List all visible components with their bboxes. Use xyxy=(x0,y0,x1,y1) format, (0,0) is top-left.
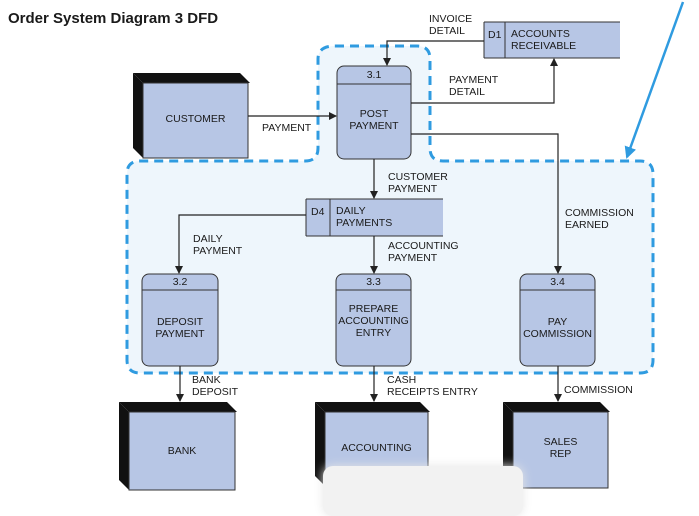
process-3-4 xyxy=(519,273,596,367)
process-3-1 xyxy=(336,65,412,160)
process-3-1-label: POST PAYMENT xyxy=(349,108,399,132)
flow-label-customer-payment: CUSTOMER PAYMENT xyxy=(388,171,448,195)
process-3-3-label: PREPARE ACCOUNTING ENTRY xyxy=(338,303,409,339)
flow-payment-detail xyxy=(411,58,558,104)
datastore-d1-label: ACCOUNTS RECEIVABLE xyxy=(511,28,577,52)
flow-label-bank-deposit: BANK DEPOSIT xyxy=(192,374,239,398)
process-3-1-number: 3.1 xyxy=(366,69,382,81)
flow-label-daily-payment: DAILY PAYMENT xyxy=(193,233,243,257)
datastore-d4-id: D4 xyxy=(311,206,325,218)
datastore-d4-label: DAILY PAYMENTS xyxy=(336,205,393,229)
process-3-3-number: 3.3 xyxy=(366,276,381,288)
flow-invoice-detail xyxy=(383,40,484,66)
entity-accounting-label: ACCOUNTING xyxy=(341,442,412,454)
entity-sales-rep-label: SALES REP xyxy=(543,436,578,460)
flow-label-cash-receipts-entry: CASH RECEIPTS ENTRY xyxy=(387,374,478,398)
datastore-d1-id: D1 xyxy=(488,29,502,41)
faded-overlay xyxy=(323,466,523,516)
diagram-title: Order System Diagram 3 DFD xyxy=(8,10,219,27)
flow-label-invoice-detail: INVOICE DETAIL xyxy=(429,13,473,37)
entity-customer xyxy=(133,73,250,159)
entity-customer-label: CUSTOMER xyxy=(165,113,226,125)
entity-bank xyxy=(119,402,237,491)
flow-label-commission: COMMISSION xyxy=(564,384,633,396)
pointer-arrow xyxy=(624,1,685,159)
process-3-4-label: PAY COMMISSION xyxy=(523,316,592,340)
process-3-2-number: 3.2 xyxy=(172,276,188,288)
flow-label-commission-earned: COMMISSION EARNED xyxy=(565,207,634,231)
entity-bank-label: BANK xyxy=(167,445,197,457)
process-3-4-number: 3.4 xyxy=(550,276,565,288)
flow-commission-earned xyxy=(411,133,562,274)
process-3-2-label: DEPOSIT PAYMENT xyxy=(155,316,205,340)
flow-label-accounting-payment: ACCOUNTING PAYMENT xyxy=(388,240,459,264)
flow-label-payment: PAYMENT xyxy=(262,122,312,134)
flow-label-payment-detail: PAYMENT DETAIL xyxy=(449,74,499,98)
flow-daily-payment xyxy=(175,214,306,274)
